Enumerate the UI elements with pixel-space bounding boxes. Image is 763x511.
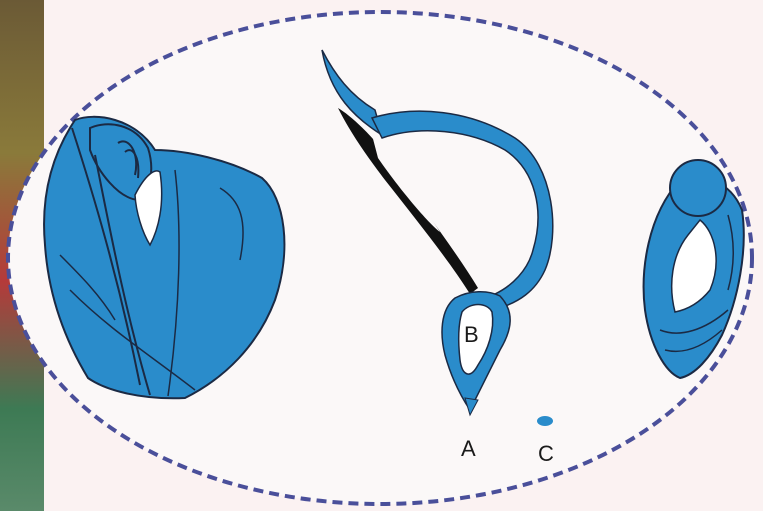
label-b: B — [464, 322, 479, 347]
point-c-dot — [537, 416, 553, 426]
rolled-loop-figure — [642, 159, 745, 380]
needle-thread-figure — [321, 49, 554, 426]
label-c: C — [538, 441, 554, 466]
needle-eye — [372, 135, 440, 232]
label-a: A — [461, 436, 476, 461]
needle-shape — [338, 108, 478, 294]
folded-fabric-figure — [43, 115, 286, 400]
